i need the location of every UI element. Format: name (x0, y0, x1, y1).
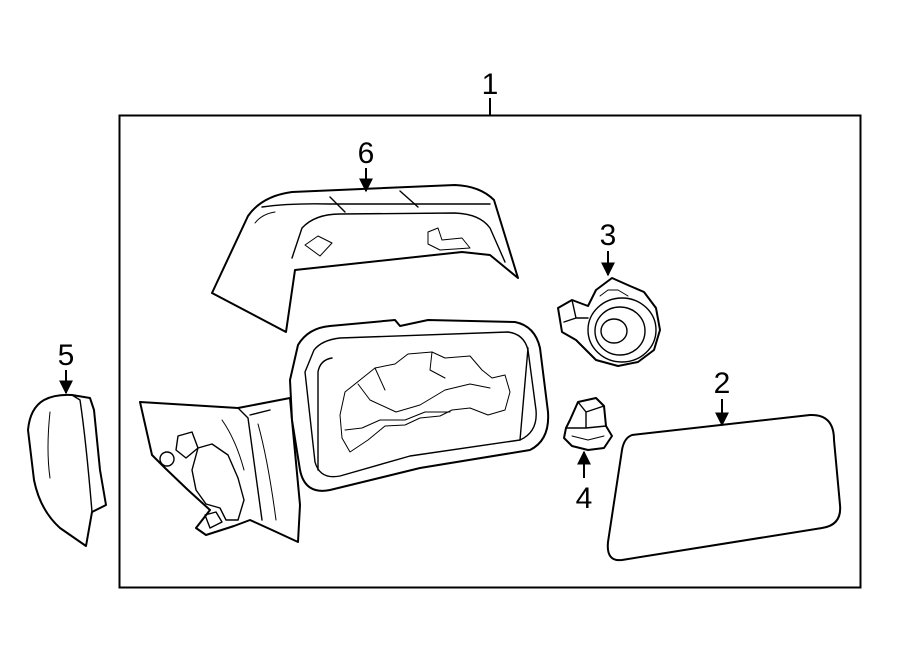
callout-2: 2 (714, 367, 731, 427)
callout-1-label: 1 (482, 68, 499, 101)
callout-4-label: 4 (576, 482, 593, 515)
callout-3: 3 (600, 219, 617, 277)
callout-3-label: 3 (600, 219, 617, 252)
part-5-mirror-shell (27, 393, 107, 547)
callout-4: 4 (576, 450, 593, 515)
part-2-mirror-glass (606, 413, 842, 562)
callout-1: 1 (482, 68, 499, 116)
callout-2-label: 2 (714, 367, 731, 400)
part-3-mirror-motor (557, 277, 661, 367)
mirror-housing (139, 319, 550, 543)
callout-5: 5 (58, 339, 75, 395)
callout-6: 6 (358, 137, 375, 193)
callout-6-label: 6 (358, 137, 375, 170)
part-6-mirror-cap (211, 184, 519, 333)
part-4-bulb (563, 397, 613, 451)
callout-5-label: 5 (58, 339, 75, 372)
